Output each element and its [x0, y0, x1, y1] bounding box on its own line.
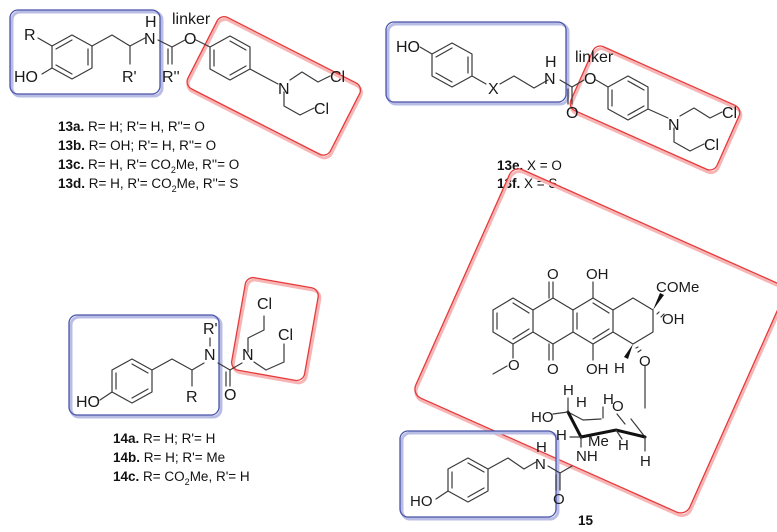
pharmacophore-box-shadow [386, 22, 570, 106]
daunosamine-sugar [552, 397, 647, 452]
atom-H-sugar-4: H [556, 427, 567, 444]
atom-N: N [535, 456, 546, 473]
atom-HO: HO [410, 493, 433, 510]
atom-R: R [186, 389, 198, 406]
stereo-wedge-h [624, 344, 633, 359]
linker-label: linker [575, 49, 614, 66]
variant-13a: 13a. R= H; R'= H, R''= O [58, 119, 205, 134]
atom-O-glycosidic: O [639, 353, 651, 370]
pharmacophore-box-shadow [10, 10, 164, 98]
atom-O: O [224, 387, 236, 404]
atom-N-mustard: N [668, 117, 680, 134]
atom-R-prime: R' [122, 69, 137, 86]
atom-Cl-2: Cl [278, 327, 293, 344]
atom-N: N [144, 31, 156, 48]
variant-13b: 13b. R= OH; R'= H, R''= O [58, 138, 216, 153]
atom-O: O [184, 31, 196, 48]
alkylating-agent-box-shadow [414, 170, 777, 518]
benzene-ring [431, 42, 473, 88]
alkylating-agent-box [569, 45, 741, 171]
atom-Cl-2: Cl [704, 137, 719, 154]
atom-H: H [145, 14, 157, 31]
atom-H-amide: H [536, 439, 547, 456]
pharmacophore-box-shadow [69, 315, 223, 419]
variant-list-14: 14a. R= H; R'= H 14b. R= H; R'= Me 14c. … [113, 431, 250, 487]
benzene-ring [111, 358, 153, 404]
atom-COMe: COMe [656, 279, 699, 296]
alkylating-agent-box [230, 276, 319, 382]
atom-Cl-1: Cl [722, 105, 737, 122]
atom-H-sugar-1: H [563, 382, 574, 399]
atom-OH-c9: OH [662, 311, 685, 328]
stereo-wedge [653, 293, 664, 310]
alkylating-agent-box [414, 168, 777, 514]
atom-O-quinone-bottom: O [547, 361, 559, 378]
stereo-hash [656, 311, 665, 318]
atom-HO-sugar: HO [531, 409, 554, 426]
benzene-ring-mustard [607, 75, 649, 121]
pharmacophore-box [9, 9, 161, 95]
atom-NH: NH [576, 448, 598, 465]
alkylating-agent-box [186, 16, 362, 156]
benzene-ring-mustard [209, 35, 251, 81]
atom-R-prime: R' [203, 321, 218, 338]
atom-Cl-1: Cl [257, 296, 272, 313]
atom-HO: HO [76, 394, 100, 411]
variant-list-13: 13a. R= H; R'= H, R''= O 13b. R= OH; R'=… [58, 119, 239, 194]
compound-13a-d: R HO H N R' R'' O linker N Cl Cl 13a. R=… [9, 9, 363, 194]
compound-15: O OH COMe OH O OH H O O H H HO O H Me H … [399, 168, 777, 528]
atom-O-carbonyl: O [566, 105, 578, 122]
atom-Cl-1: Cl [330, 69, 345, 86]
benzene-ring [51, 34, 93, 80]
anthracycline-core [492, 281, 665, 409]
variant-13e: 13e. X = O [497, 158, 562, 173]
atom-H-sugar-3: H [603, 391, 614, 408]
atom-R-double-prime: R'' [162, 69, 180, 86]
variant-14a: 14a. R= H; R'= H [113, 431, 215, 446]
stereo-hash-o [635, 346, 642, 353]
linker-label: linker [172, 11, 211, 28]
atom-Cl-2: Cl [314, 101, 329, 118]
atom-O-methoxy: O [508, 357, 520, 374]
benzene-ring [447, 457, 489, 503]
variant-14c: 14c. R= CO2Me, R'= H [113, 469, 250, 487]
variant-13d: 13d. R= H, R'= CO2Me, R''= S [58, 176, 238, 194]
variant-13c: 13c. R= H, R'= CO2Me, R''= O [58, 157, 239, 175]
atom-H-sugar-6: H [640, 453, 651, 470]
variant-14b: 14b. R= H; R'= Me [113, 450, 225, 465]
atom-X: X [488, 81, 499, 98]
atom-R: R [24, 27, 36, 44]
variant-list-13ef: 13e. X = O 13f. X = S [497, 158, 562, 191]
atom-Me: Me [588, 433, 609, 450]
pharmacophore-box [385, 21, 567, 103]
atom-O-quinone-top: O [547, 266, 559, 283]
pharmacophore-box [399, 430, 557, 518]
atom-H: H [545, 54, 557, 71]
atom-OH-bottom: OH [586, 361, 609, 378]
pharmacophore-box-shadow [400, 431, 560, 521]
atom-H-sugar-2: H [576, 394, 587, 411]
atom-HO: HO [14, 69, 38, 86]
atom-OH-top: OH [586, 266, 609, 283]
compound-13e-f: HO X H N O O linker N Cl Cl 13e. X = O 1… [385, 21, 743, 191]
alkylating-agent-box-shadow [569, 47, 743, 175]
atom-N-mustard: N [278, 81, 290, 98]
atom-O-ring: O [612, 398, 624, 415]
atom-H-sugar-5: H [618, 437, 629, 454]
alkylating-agent-box-shadow [231, 278, 322, 385]
atom-N-mustard: N [242, 347, 254, 364]
compound-label-15: 15 [578, 513, 594, 528]
atom-N: N [204, 347, 216, 364]
atom-H-c7: H [614, 360, 625, 377]
pharmacophore-box [68, 314, 220, 416]
atom-N: N [544, 71, 556, 88]
atom-O-ester: O [584, 71, 596, 88]
atom-HO: HO [396, 39, 420, 56]
atom-O-carbonyl: O [553, 491, 565, 508]
alkylating-agent-box-shadow [186, 17, 363, 160]
compound-14a-c: HO R R' N O N Cl Cl 14a. R= H; R'= H 14b… [68, 276, 322, 487]
